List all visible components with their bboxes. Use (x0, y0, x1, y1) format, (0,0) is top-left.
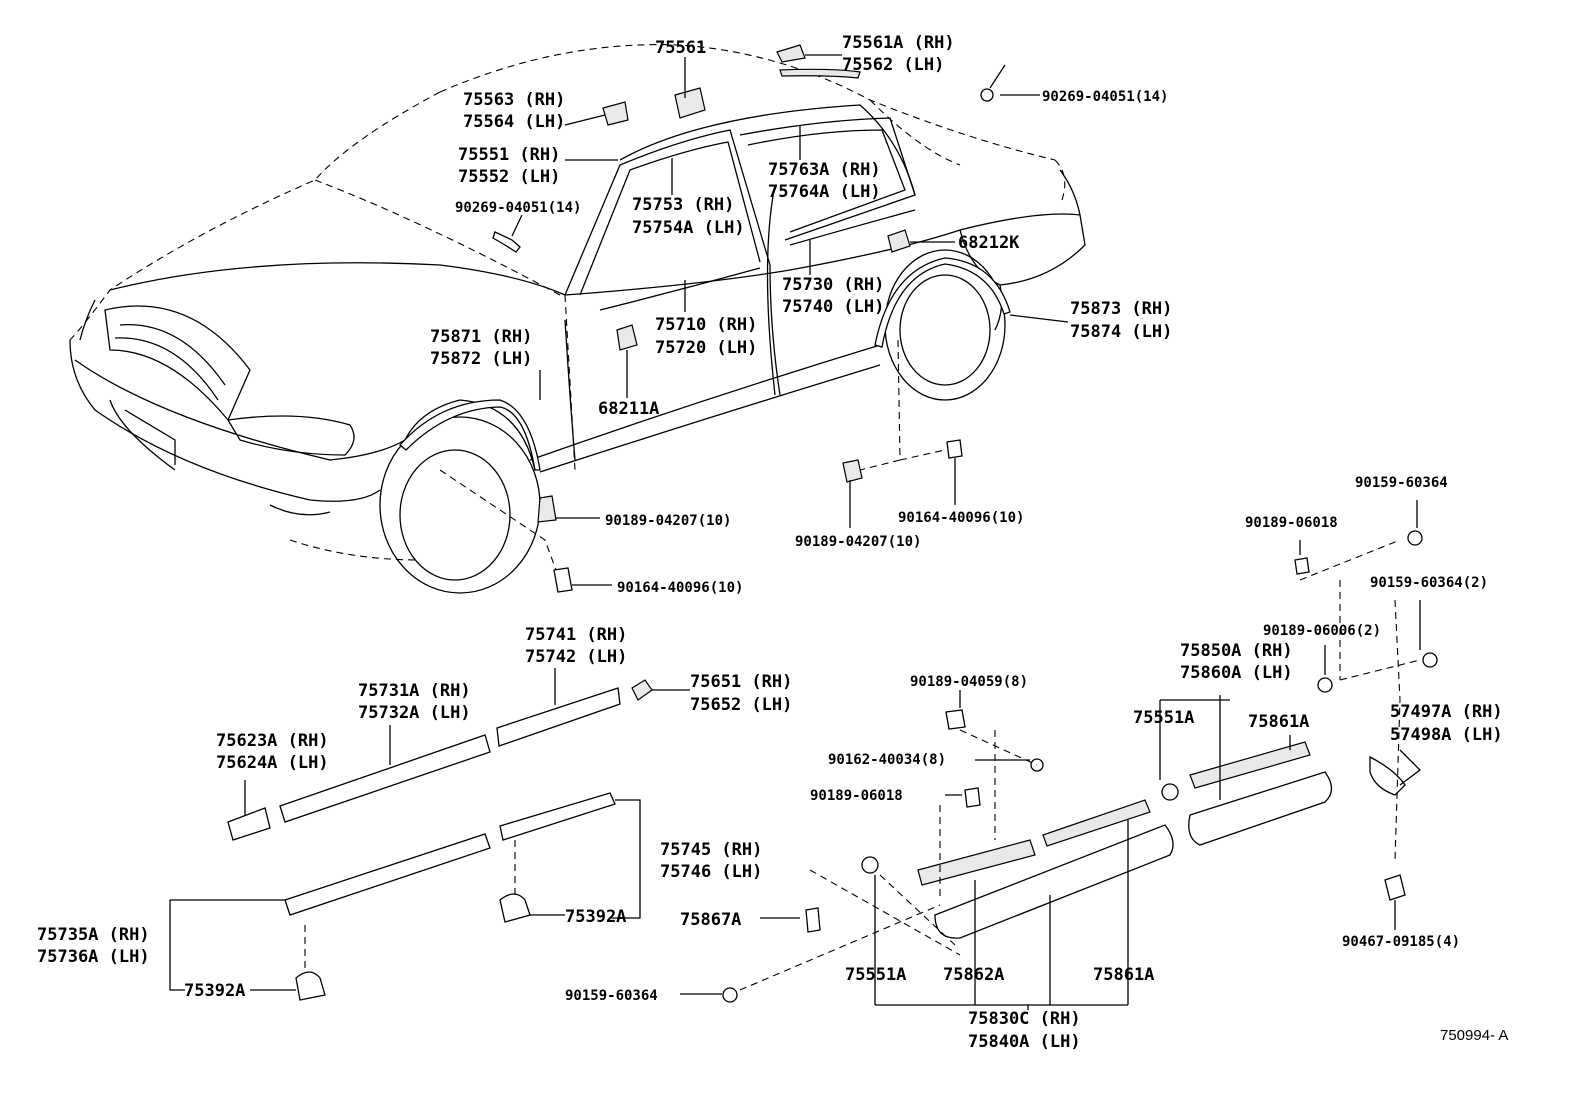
label-90189-06018-mid: 90189-06018 (810, 788, 903, 804)
part-icons-top (492, 44, 1006, 593)
label-75874-lh: 75874 (LH) (1070, 322, 1172, 342)
label-90159-60364-2: 90159-60364(2) (1370, 575, 1488, 591)
label-90269-left: 90269-04051(14) (455, 200, 581, 216)
label-75872-lh: 75872 (LH) (430, 349, 532, 369)
label-75392a-upper: 75392A (565, 907, 626, 927)
label-75850a-rh: 75850A (RH) (1180, 641, 1293, 661)
label-75867a: 75867A (680, 910, 741, 930)
label-75710-rh: 75710 (RH) (655, 315, 757, 335)
label-90189-04059: 90189-04059(8) (910, 674, 1028, 690)
label-75741-rh: 75741 (RH) (525, 625, 627, 645)
label-75551a-bottom: 75551A (845, 965, 906, 985)
label-75552-lh: 75552 (LH) (458, 167, 560, 187)
label-75763a-rh: 75763A (RH) (768, 160, 881, 180)
label-75740-lh: 75740 (LH) (782, 297, 884, 317)
label-75563-rh: 75563 (RH) (463, 90, 565, 110)
label-90162: 90162-40034(8) (828, 752, 946, 768)
label-75624a-lh: 75624A (LH) (216, 753, 329, 773)
label-75746-lh: 75746 (LH) (660, 862, 762, 882)
label-75561a-rh: 75561A (RH) (842, 33, 955, 53)
label-75652-lh: 75652 (LH) (690, 695, 792, 715)
label-90189-06018-right: 90189-06018 (1245, 515, 1338, 531)
label-75860a-lh: 75860A (LH) (1180, 663, 1293, 683)
label-75861a-right: 75861A (1248, 712, 1309, 732)
label-68211a: 68211A (598, 399, 659, 419)
label-90467: 90467-09185(4) (1342, 934, 1460, 950)
label-75623a-rh: 75623A (RH) (216, 731, 329, 751)
label-75840a-lh: 75840A (LH) (968, 1032, 1081, 1052)
label-75873-rh: 75873 (RH) (1070, 299, 1172, 319)
label-75742-lh: 75742 (LH) (525, 647, 627, 667)
label-90159-60364-top: 90159-60364 (1355, 475, 1448, 491)
leader-lines (169, 54, 1421, 1010)
label-75562-lh: 75562 (LH) (842, 55, 944, 75)
label-90189-06006: 90189-06006(2) (1263, 623, 1381, 639)
label-75745-rh: 75745 (RH) (660, 840, 762, 860)
label-75830c-rh: 75830C (RH) (968, 1009, 1081, 1029)
label-75735a-rh: 75735A (RH) (37, 925, 150, 945)
label-75732a-lh: 75732A (LH) (358, 703, 471, 723)
label-75561: 75561 (655, 38, 706, 58)
label-90164-a: 90164-40096(10) (617, 580, 743, 596)
label-75730-rh: 75730 (RH) (782, 275, 884, 295)
label-75871-rh: 75871 (RH) (430, 327, 532, 347)
label-90189-04207-a: 90189-04207(10) (605, 513, 731, 529)
label-90269-top: 90269-04051(14) (1042, 89, 1168, 105)
label-75392a-lower: 75392A (184, 981, 245, 1001)
diagram-reference-code: 750994- A (1440, 1027, 1508, 1044)
label-57497a-rh: 57497A (RH) (1390, 702, 1503, 722)
label-75862a: 75862A (943, 965, 1004, 985)
label-75754a-lh: 75754A (LH) (632, 218, 745, 238)
label-75753-rh: 75753 (RH) (632, 195, 734, 215)
label-90189-04207-b: 90189-04207(10) (795, 534, 921, 550)
assembly-guides (304, 339, 1421, 991)
label-75651-rh: 75651 (RH) (690, 672, 792, 692)
label-75720-lh: 75720 (LH) (655, 338, 757, 358)
label-75861a-bottom: 75861A (1093, 965, 1154, 985)
label-75551-rh: 75551 (RH) (458, 145, 560, 165)
label-75564-lh: 75564 (LH) (463, 112, 565, 132)
label-68212k: 68212K (958, 233, 1020, 253)
label-75731a-rh: 75731A (RH) (358, 681, 471, 701)
label-90159-60364-bottom: 90159-60364 (565, 988, 658, 1004)
label-75736a-lh: 75736A (LH) (37, 947, 150, 967)
label-75551a-right: 75551A (1133, 708, 1194, 728)
part-icons-lower (227, 530, 1438, 1003)
label-57498a-lh: 57498A (LH) (1390, 725, 1503, 745)
label-90164-b: 90164-40096(10) (898, 510, 1024, 526)
label-75764a-lh: 75764A (LH) (768, 182, 881, 202)
part-labels: 75561 75561A (RH) 75562 (LH) 90269-04051… (37, 33, 1508, 1052)
